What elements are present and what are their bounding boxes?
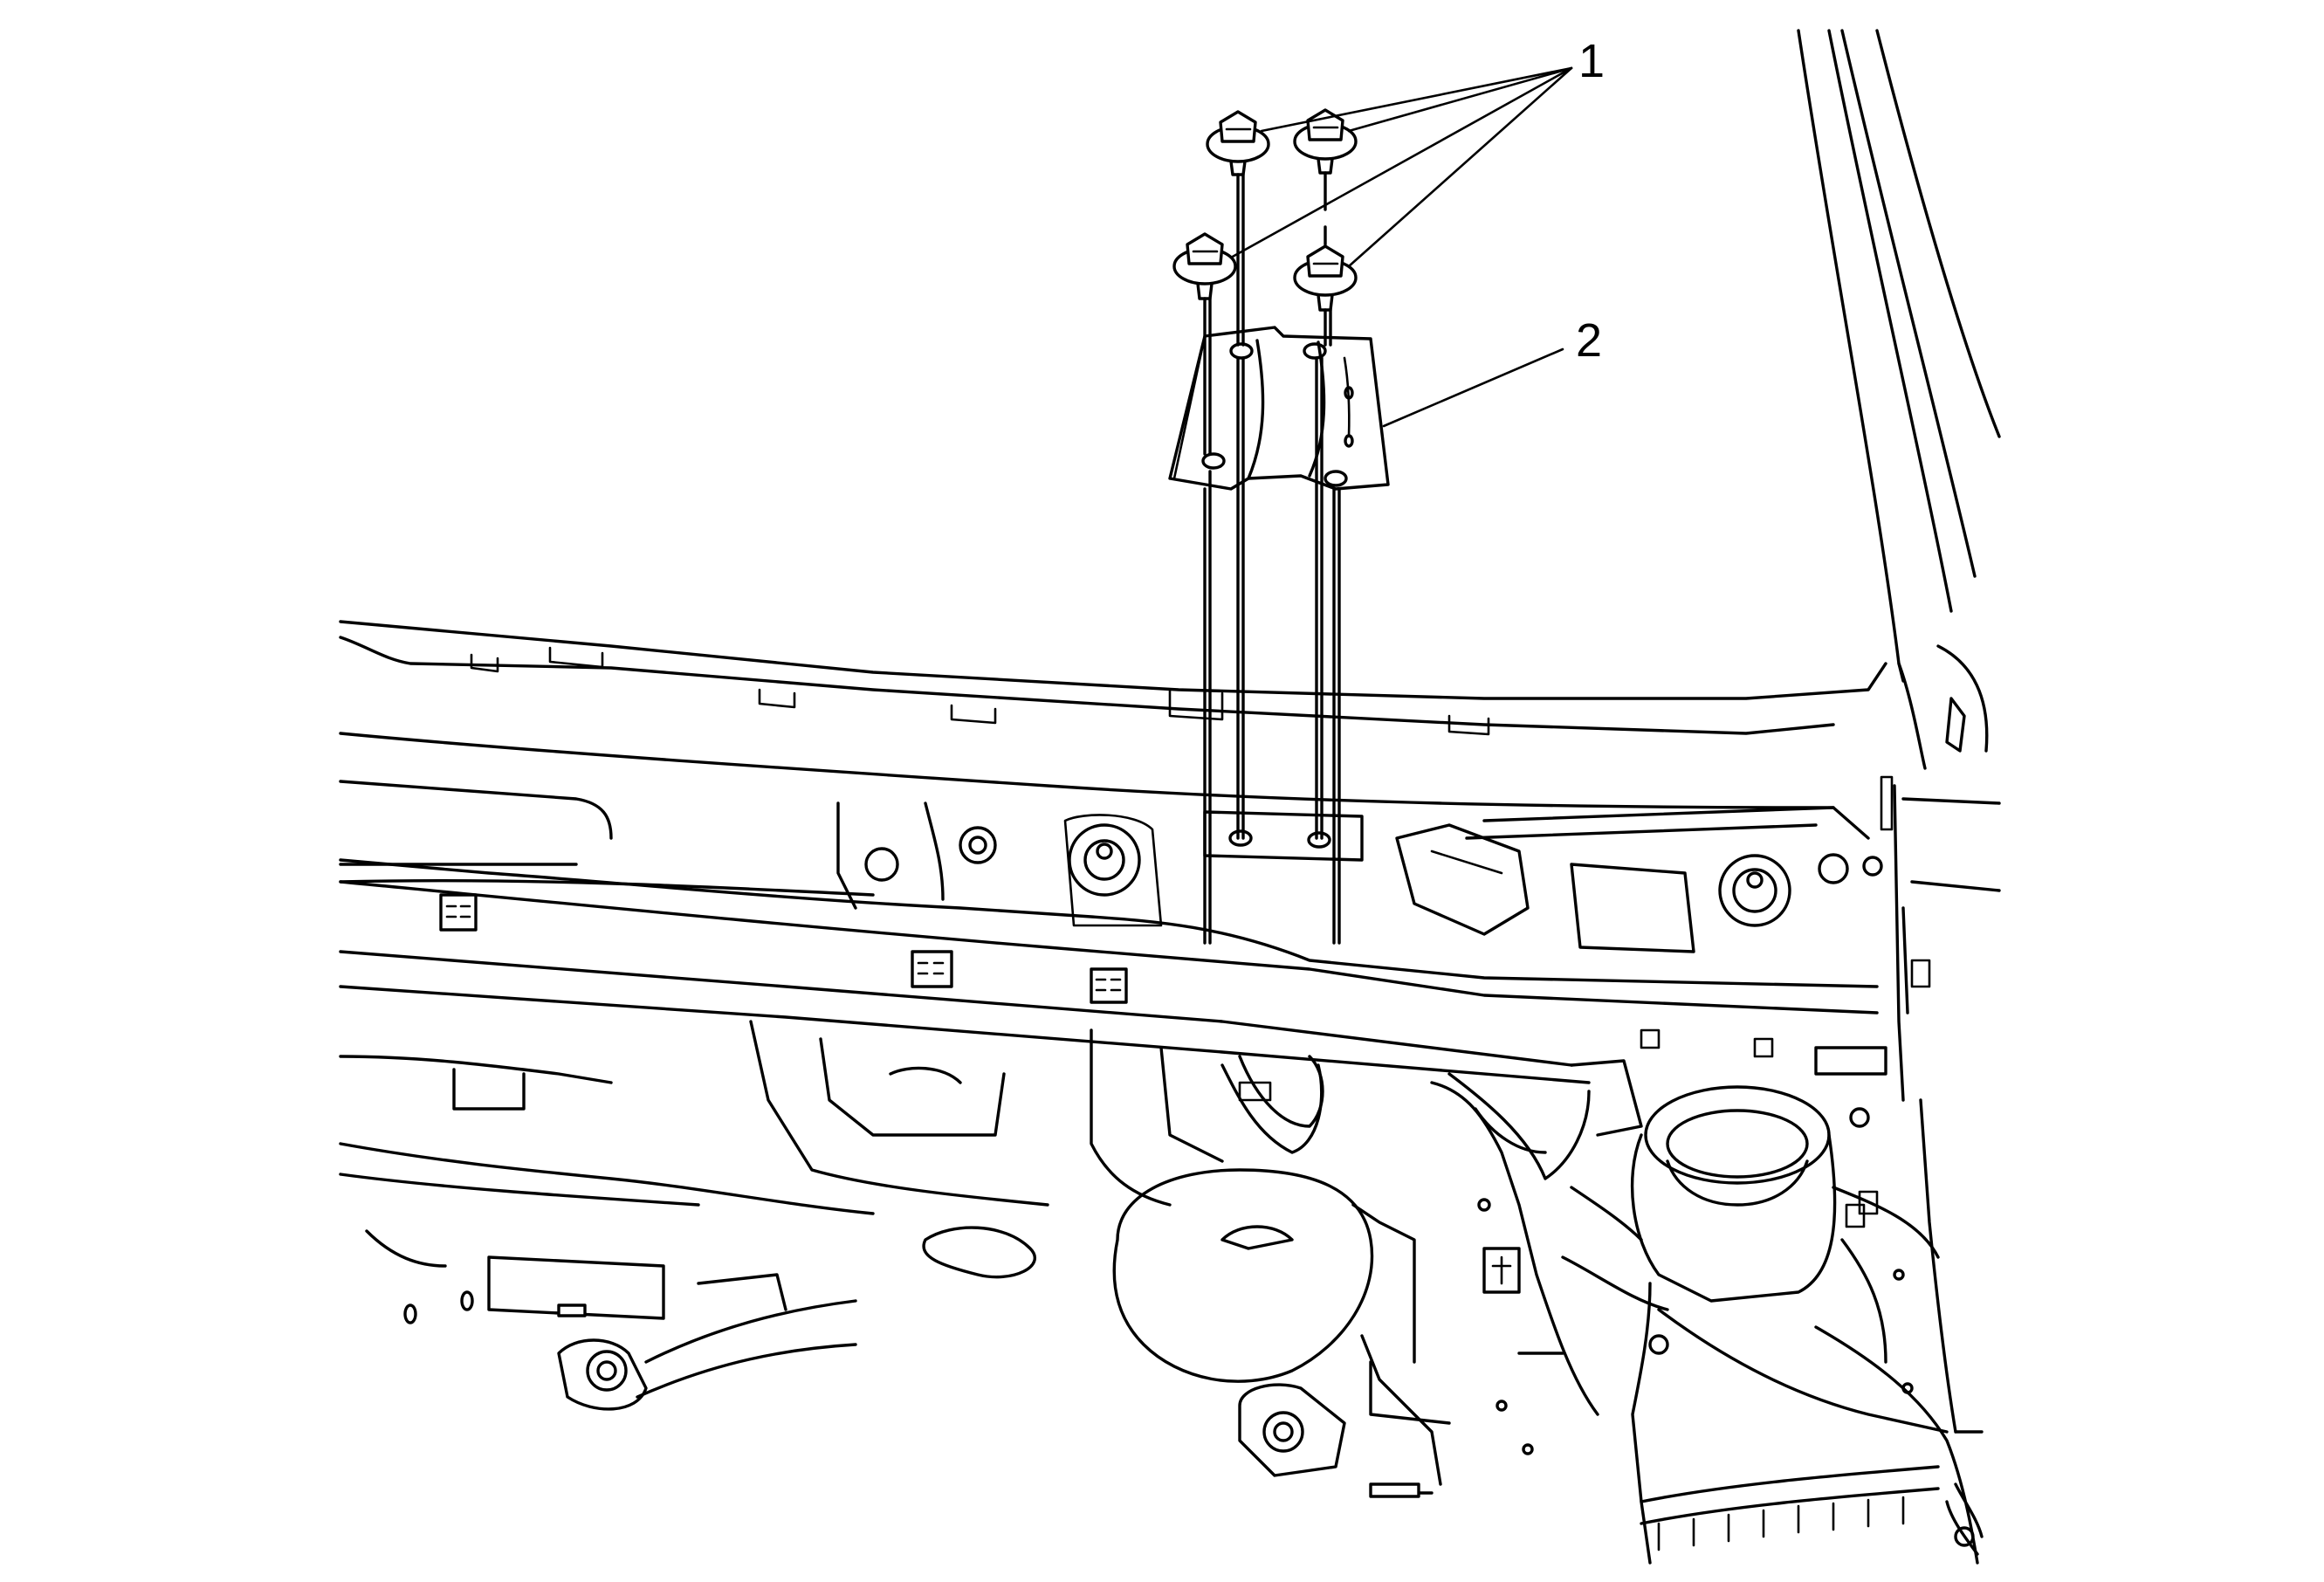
bolt-4 xyxy=(1293,244,1358,312)
callout-2: 2 xyxy=(1576,314,1602,367)
installation-lines xyxy=(1203,171,1364,945)
callout-1: 1 xyxy=(1578,35,1605,87)
vehicle-body xyxy=(339,29,2001,1565)
bolt-3 xyxy=(1172,232,1237,300)
callout-labels: 1 2 xyxy=(1576,35,1605,367)
bolts xyxy=(1172,108,1358,312)
callout-leaders xyxy=(1229,66,1573,428)
bolt-2 xyxy=(1293,108,1358,175)
bolt-1 xyxy=(1206,110,1270,176)
bracket xyxy=(1168,326,1390,491)
